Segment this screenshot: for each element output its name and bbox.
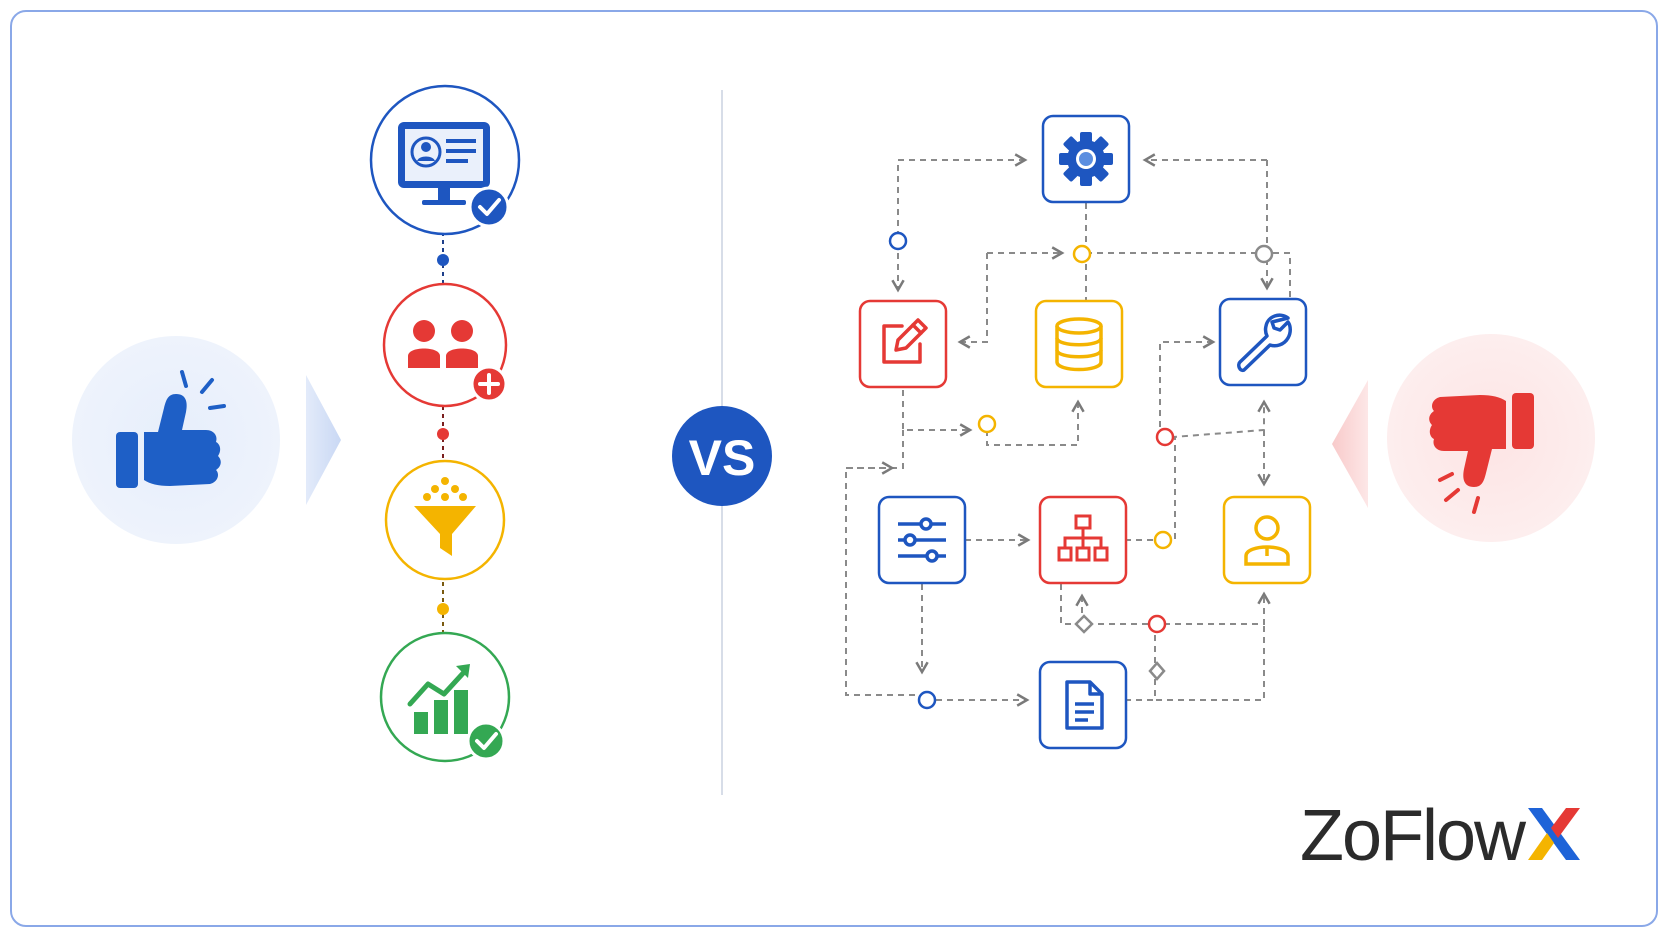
node-org-chart bbox=[1038, 495, 1128, 585]
wrench-icon bbox=[1237, 313, 1292, 373]
thumbs-down-icon bbox=[1429, 393, 1534, 514]
node-document bbox=[1038, 660, 1128, 750]
tangled-connectors bbox=[845, 153, 1291, 707]
brand-logo: ZoFlow bbox=[1300, 800, 1584, 872]
node-database bbox=[1034, 299, 1124, 389]
brand-x-mark bbox=[1528, 808, 1581, 860]
database-icon bbox=[1055, 317, 1103, 372]
plus-icon bbox=[470, 365, 508, 403]
document-icon bbox=[1065, 680, 1104, 730]
growth-chart-icon bbox=[407, 664, 470, 734]
node-edit bbox=[858, 299, 948, 389]
gear-icon bbox=[1059, 132, 1113, 186]
thumbs-up-circle bbox=[72, 336, 341, 544]
node-gear bbox=[1041, 114, 1131, 204]
check-icon bbox=[468, 186, 510, 228]
brand-name: ZoFlow bbox=[1300, 796, 1526, 876]
vs-label: VS bbox=[689, 430, 756, 486]
step-funnel bbox=[384, 459, 506, 581]
thumbs-down-circle bbox=[1332, 334, 1595, 542]
node-wrench bbox=[1218, 297, 1308, 387]
step-users bbox=[382, 282, 508, 408]
users-icon bbox=[408, 320, 478, 368]
connector-junctions bbox=[888, 231, 1274, 710]
step-connectors bbox=[437, 232, 449, 636]
funnel-icon bbox=[414, 477, 476, 556]
check-icon bbox=[466, 721, 506, 761]
thumbs-up-icon bbox=[116, 370, 226, 488]
node-sliders bbox=[877, 495, 967, 585]
step-monitor-profile bbox=[369, 84, 521, 236]
sliders-icon bbox=[898, 517, 946, 563]
org-chart-icon bbox=[1057, 514, 1109, 562]
monitor-profile-icon bbox=[398, 122, 490, 205]
vs-badge: VS bbox=[672, 406, 772, 506]
user-icon bbox=[1244, 515, 1290, 566]
node-user bbox=[1222, 495, 1312, 585]
slide-frame bbox=[10, 10, 1658, 927]
step-growth bbox=[379, 631, 511, 763]
edit-icon bbox=[882, 318, 928, 364]
